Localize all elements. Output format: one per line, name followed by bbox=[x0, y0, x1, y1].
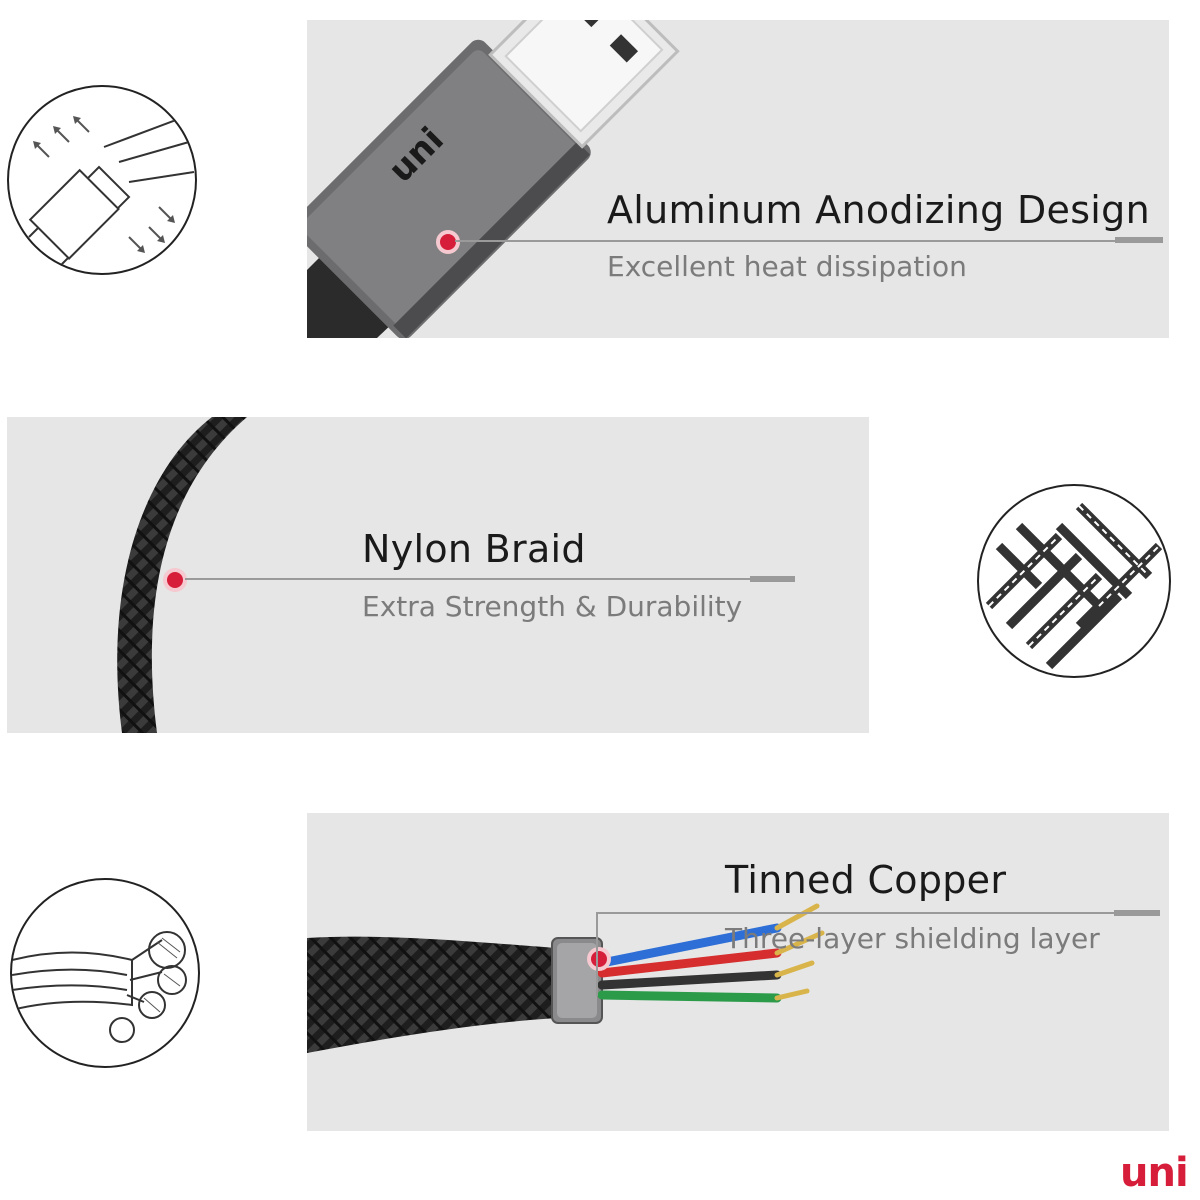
feature-subtitle: Three-layer shielding layer bbox=[725, 922, 1100, 955]
leader-line-end bbox=[1114, 910, 1160, 916]
leader-line bbox=[185, 578, 750, 580]
connector-heat-icon bbox=[7, 85, 197, 275]
highlight-dot bbox=[163, 568, 187, 592]
leader-line-end bbox=[750, 576, 795, 582]
feature-title: Tinned Copper bbox=[725, 858, 1007, 902]
feature-panel-nylon bbox=[7, 417, 869, 733]
hdmi-connector-image: uni bbox=[307, 20, 680, 338]
leader-line-end bbox=[1115, 237, 1163, 243]
feature-panel-copper bbox=[307, 813, 1169, 1131]
braided-cable-image bbox=[117, 417, 247, 733]
cable-wires-icon bbox=[10, 878, 200, 1068]
feature-panel-aluminum: uni bbox=[307, 20, 1169, 338]
feature-title: Nylon Braid bbox=[362, 527, 586, 571]
feature-subtitle: Extra Strength & Durability bbox=[362, 590, 743, 623]
weave-pattern-icon bbox=[977, 484, 1171, 678]
leader-line bbox=[596, 912, 1114, 914]
feature-subtitle: Excellent heat dissipation bbox=[607, 250, 967, 283]
leader-line bbox=[455, 240, 1115, 242]
feature-title: Aluminum Anodizing Design bbox=[607, 188, 1150, 232]
highlight-dot bbox=[587, 947, 611, 971]
highlight-dot bbox=[436, 230, 460, 254]
brand-logo: uni bbox=[1120, 1150, 1189, 1196]
leader-line-vertical bbox=[596, 912, 598, 996]
cable-cross-section-image bbox=[307, 903, 825, 1053]
